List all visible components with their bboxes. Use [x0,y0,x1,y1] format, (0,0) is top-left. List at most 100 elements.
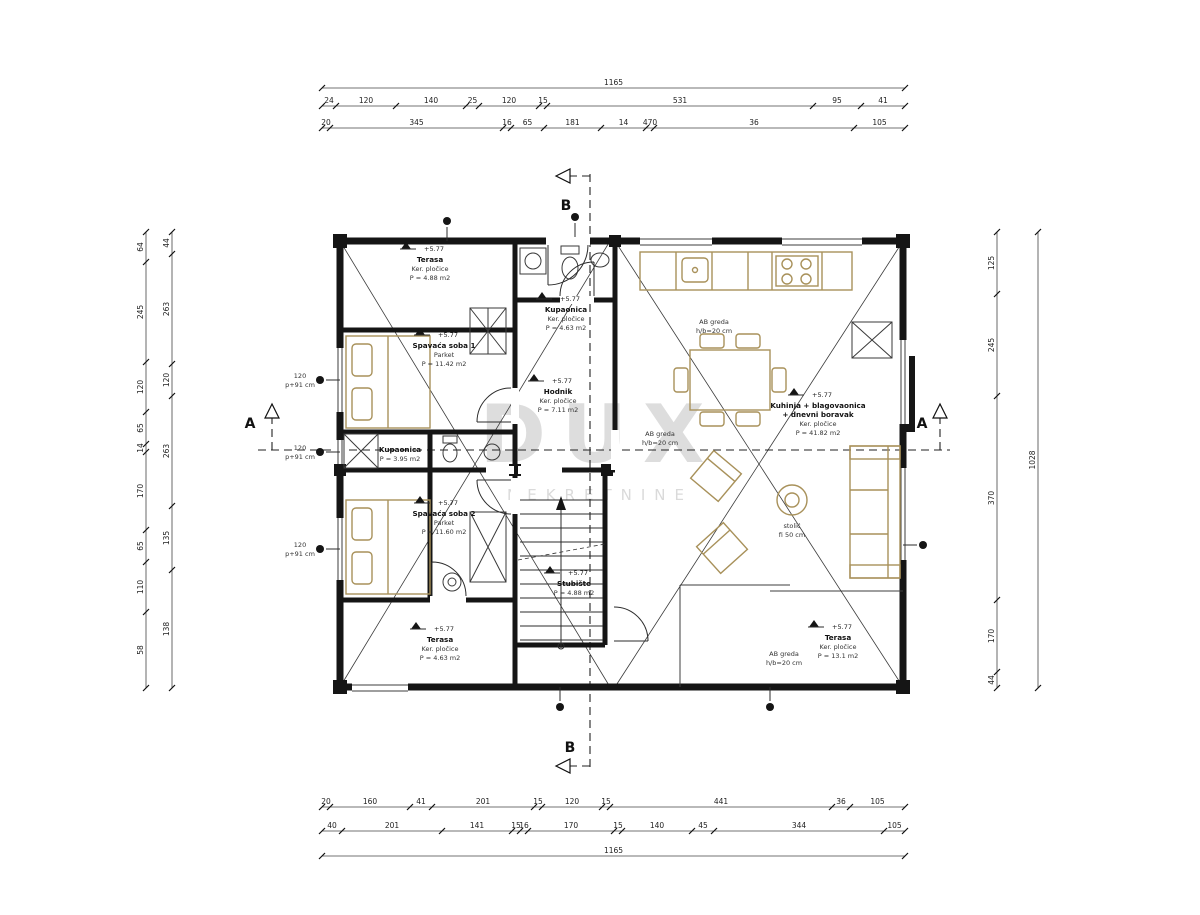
pillar [896,234,910,248]
window-glazing [782,238,862,246]
dimension-value: 441 [714,797,729,806]
armchair-back [706,457,736,482]
beam-text: AB greda [645,430,675,438]
terrace-door [431,561,467,597]
sofa [849,445,901,579]
dimension-tick [428,803,436,811]
dimension-value: 345 [409,118,424,127]
room-finish: Ker. pločice [411,265,448,273]
dimension-tick [338,827,346,835]
dimension-tick [142,526,150,534]
shower-tray [343,433,379,469]
lamp-icon [556,703,564,711]
dimension-tick [1034,684,1042,692]
pillow [351,343,373,377]
dimension-tick [508,827,516,835]
dimension-value: 140 [650,821,665,830]
washer-outline [519,247,547,275]
dimension-value: 16 [502,118,512,127]
pillow [351,507,373,541]
dimension-value: 160 [363,797,378,806]
washing-machine [519,247,547,275]
room-label-dnevni: +5.77 Kuhinja + blagovaonica + dnevni bo… [770,388,866,437]
watermark-subtext: NEKRETNINE [507,486,693,504]
door-gap [546,237,590,245]
room-label-kupaonica-strip: Kupaonica P = 3.95 m2 [379,445,421,463]
dimension-tick [168,360,176,368]
room-finish: Ker. pločice [799,420,836,428]
room-area: P = 11.42 m2 [422,360,467,368]
room-level: +5.77 [438,331,458,339]
bathroom-door [559,261,595,297]
dimension-tick [168,228,176,236]
lamp-icon [443,217,451,225]
dimension-tick [543,102,551,110]
dimension-value: 245 [987,338,996,353]
room-area: P = 4.63 m2 [546,324,587,332]
lamp-icon [316,448,324,456]
dimension-tick [142,358,150,366]
boiler-inner [447,577,457,587]
washbasin [590,252,610,268]
dimension-value: 64 [136,242,145,252]
dimension-tick [332,102,340,110]
dimension-value: 470 [643,118,658,127]
dimension-value: 181 [565,118,580,127]
dimension-value: 531 [673,96,688,105]
side-table-note: stolić fi 50 cm [779,522,805,539]
shafts [469,307,893,583]
stair-start-dot [557,642,565,650]
room-label-terasa-tl: +5.77 Terasa Ker. pločice P = 4.88 m2 [400,242,450,282]
room-finish: Parket [434,519,455,527]
dimension-tick [318,102,326,110]
dimension-tick [168,566,176,574]
side-table [776,484,808,516]
dimension-tick [168,250,176,258]
section-a-arrow [264,402,280,419]
shaft-x [851,321,893,359]
dimension-tick [610,827,618,835]
dimension-tick [318,852,326,860]
dimension-value: 65 [136,423,145,433]
shaft-x [469,511,507,583]
dimension-tick [326,124,334,132]
dimension-tick [438,827,446,835]
room-name: Terasa [417,255,443,264]
armchair-outline [689,449,743,503]
dimension-value: 105 [872,118,887,127]
toilet-bowl [442,443,458,463]
window-width: 120 [294,541,306,549]
dimension-value: 263 [162,444,171,459]
room-level: +5.77 [424,245,444,253]
dimension-value: 140 [424,96,439,105]
toilet-bowl [561,256,579,280]
pillar [334,464,346,476]
dimension-value: 36 [749,118,759,127]
room-level: +5.77 [812,391,832,399]
dimension-value: 201 [385,821,400,830]
window [640,235,712,247]
dimension-tick [993,228,1001,236]
bedroom1-door [476,387,512,423]
dimension-value: 105 [870,797,885,806]
dimension-tick [850,124,858,132]
room-name: Terasa [427,635,453,644]
lamp-icon [571,213,579,221]
roof-projection-lines [339,240,904,688]
room-name: Kupaonica [545,305,587,314]
dimension-tick [606,803,614,811]
dimension-value: 1165 [604,78,623,87]
section-markers: B B A A [245,168,948,774]
washer-drum [524,252,542,270]
dimension-value: 245 [136,305,145,320]
dimension-tick [142,258,150,266]
dimension-tick [598,803,606,811]
toilet [442,435,458,463]
wall-symbols [316,213,927,711]
dimension-tick [318,84,326,92]
dimension-tick [901,84,909,92]
window-note: 120 p+91 cm [285,444,315,461]
dimension-value: 14 [136,443,145,453]
room-finish: Ker. pločice [539,397,576,405]
bedroom2-door [476,479,512,515]
